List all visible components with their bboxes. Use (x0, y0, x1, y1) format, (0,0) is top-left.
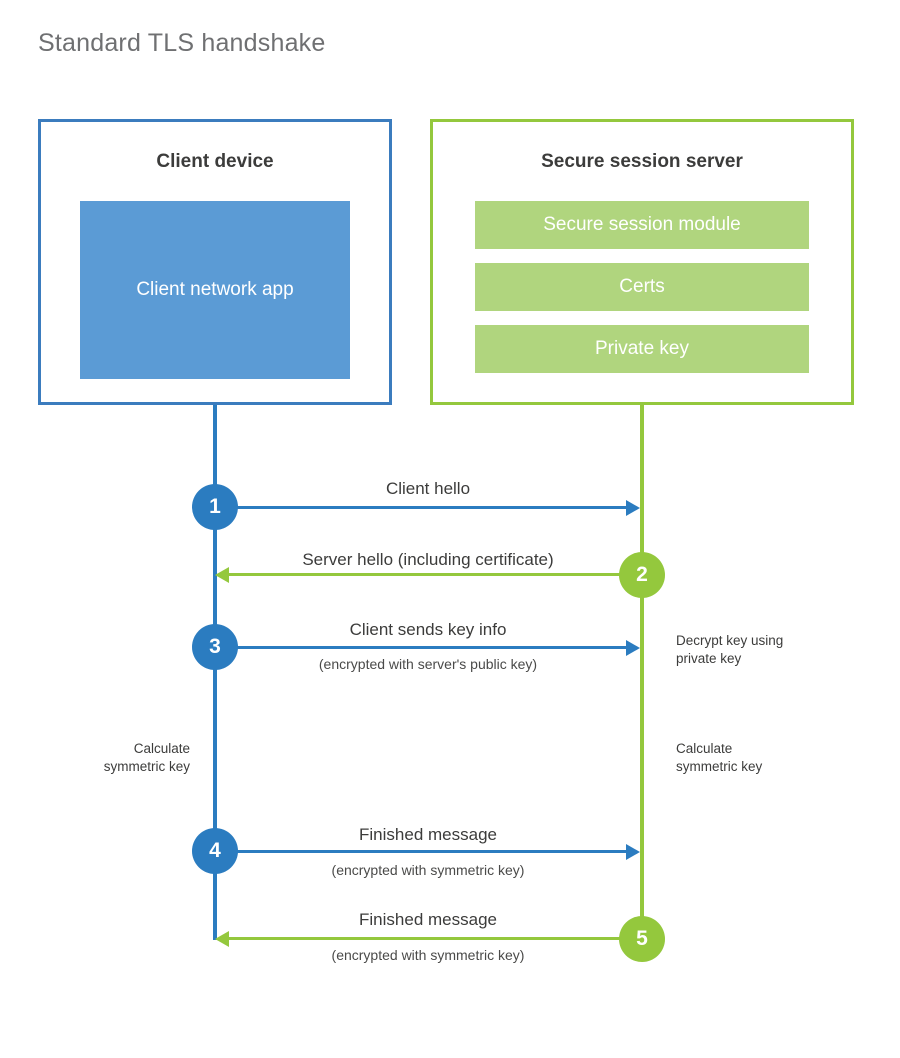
step-1-circle[interactable]: 1 (192, 484, 238, 530)
step-3-circle[interactable]: 3 (192, 624, 238, 670)
client-calculate-symmetric-key-note: Calculate symmetric key (103, 741, 190, 774)
client-network-app-label: Client network app (136, 278, 294, 300)
server-component-private-key: Private key (475, 325, 809, 373)
server-component-label: Secure session module (543, 214, 741, 235)
step-4-number: 4 (209, 839, 221, 862)
client-device-box: Client device Client network app (38, 119, 392, 405)
server-component-certs: Certs (475, 263, 809, 311)
step-5-circle[interactable]: 5 (619, 916, 665, 962)
server-component-label: Private key (595, 338, 689, 359)
step-3-arrow-line (215, 646, 626, 649)
secure-session-server-title: Secure session server (541, 151, 743, 172)
step-4-message-label: Finished message (359, 825, 497, 844)
step-3-number: 3 (209, 635, 221, 658)
step-3-message-sublabel: (encrypted with server's public key) (318, 656, 538, 672)
client-lifeline (213, 405, 217, 940)
step-5-message-label: Finished message (359, 910, 497, 929)
server-component-secure-session-module: Secure session module (475, 201, 809, 249)
server-components-list: Secure session module Certs Private key (475, 201, 809, 373)
server-component-label: Certs (619, 276, 665, 297)
step-2-number: 2 (636, 563, 648, 586)
server-lifeline (640, 405, 644, 939)
step-1-number: 1 (209, 495, 221, 518)
page-title: Standard TLS handshake (38, 29, 326, 57)
step-2-arrow-head-icon (215, 566, 229, 583)
step-3-arrow-head-icon (626, 639, 640, 656)
step-1-message-label: Client hello (385, 479, 471, 498)
step-1-arrow-line (215, 506, 626, 509)
step-4-message-sublabel: (encrypted with symmetric key) (331, 862, 525, 878)
step-2-circle[interactable]: 2 (619, 552, 665, 598)
step-4-arrow-line (215, 850, 626, 853)
step-5-message-sublabel: (encrypted with symmetric key) (331, 947, 525, 963)
step-5-number: 5 (636, 927, 648, 950)
step-3-message-label: Client sends key info (349, 620, 507, 639)
server-decrypt-key-note: Decrypt key using private key (676, 633, 784, 666)
step-4-arrow-head-icon (626, 843, 640, 860)
step-2-message-label: Server hello (including certificate) (302, 550, 554, 569)
server-calculate-symmetric-key-note: Calculate symmetric key (676, 741, 763, 774)
step-1-arrow-head-icon (626, 499, 640, 516)
client-device-title: Client device (156, 151, 274, 172)
client-network-app-block: Client network app (80, 201, 350, 379)
secure-session-server-box: Secure session server Secure session mod… (430, 119, 854, 405)
step-2-arrow-line (229, 573, 640, 576)
step-5-arrow-line (229, 937, 640, 940)
step-4-circle[interactable]: 4 (192, 828, 238, 874)
step-5-arrow-head-icon (215, 930, 229, 947)
